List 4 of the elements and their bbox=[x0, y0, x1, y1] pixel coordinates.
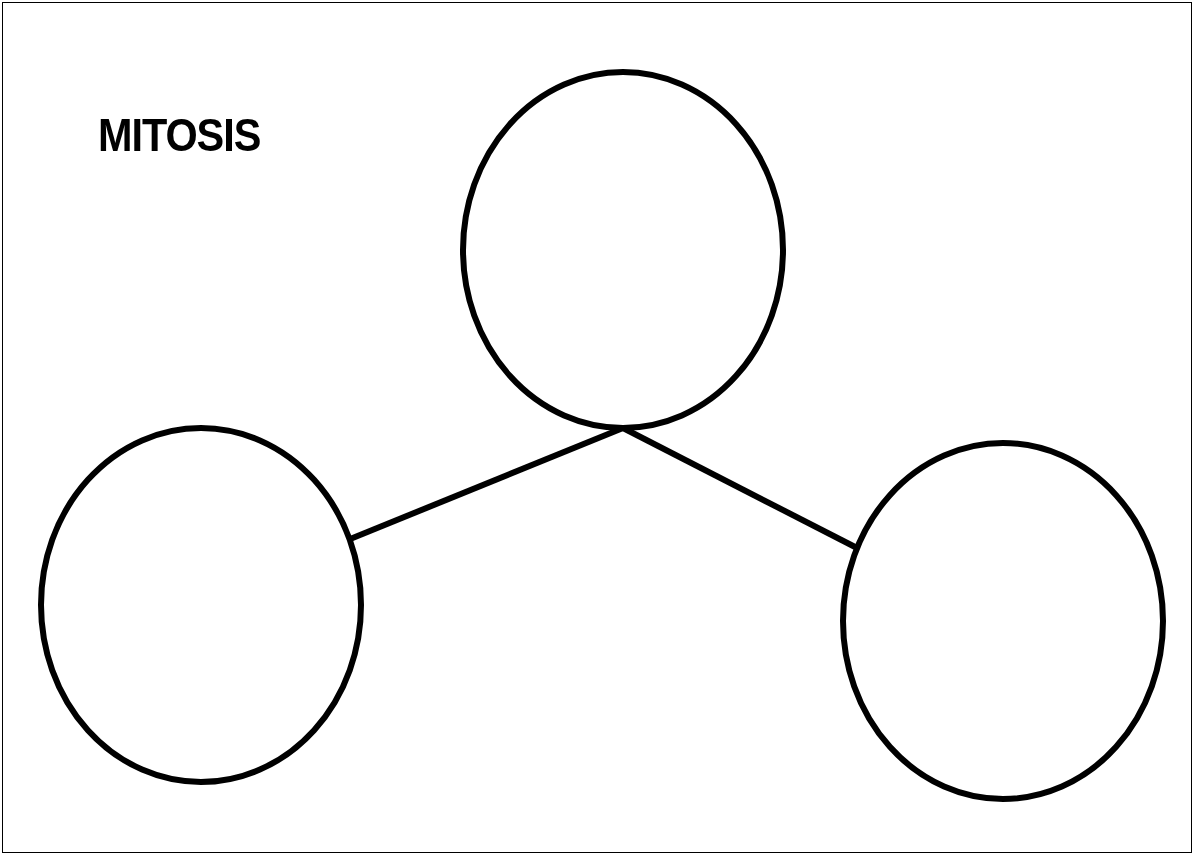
circle bbox=[839, 439, 1167, 803]
circle bbox=[459, 68, 787, 432]
title: MITOSIS bbox=[98, 112, 261, 158]
circle bbox=[37, 424, 365, 786]
